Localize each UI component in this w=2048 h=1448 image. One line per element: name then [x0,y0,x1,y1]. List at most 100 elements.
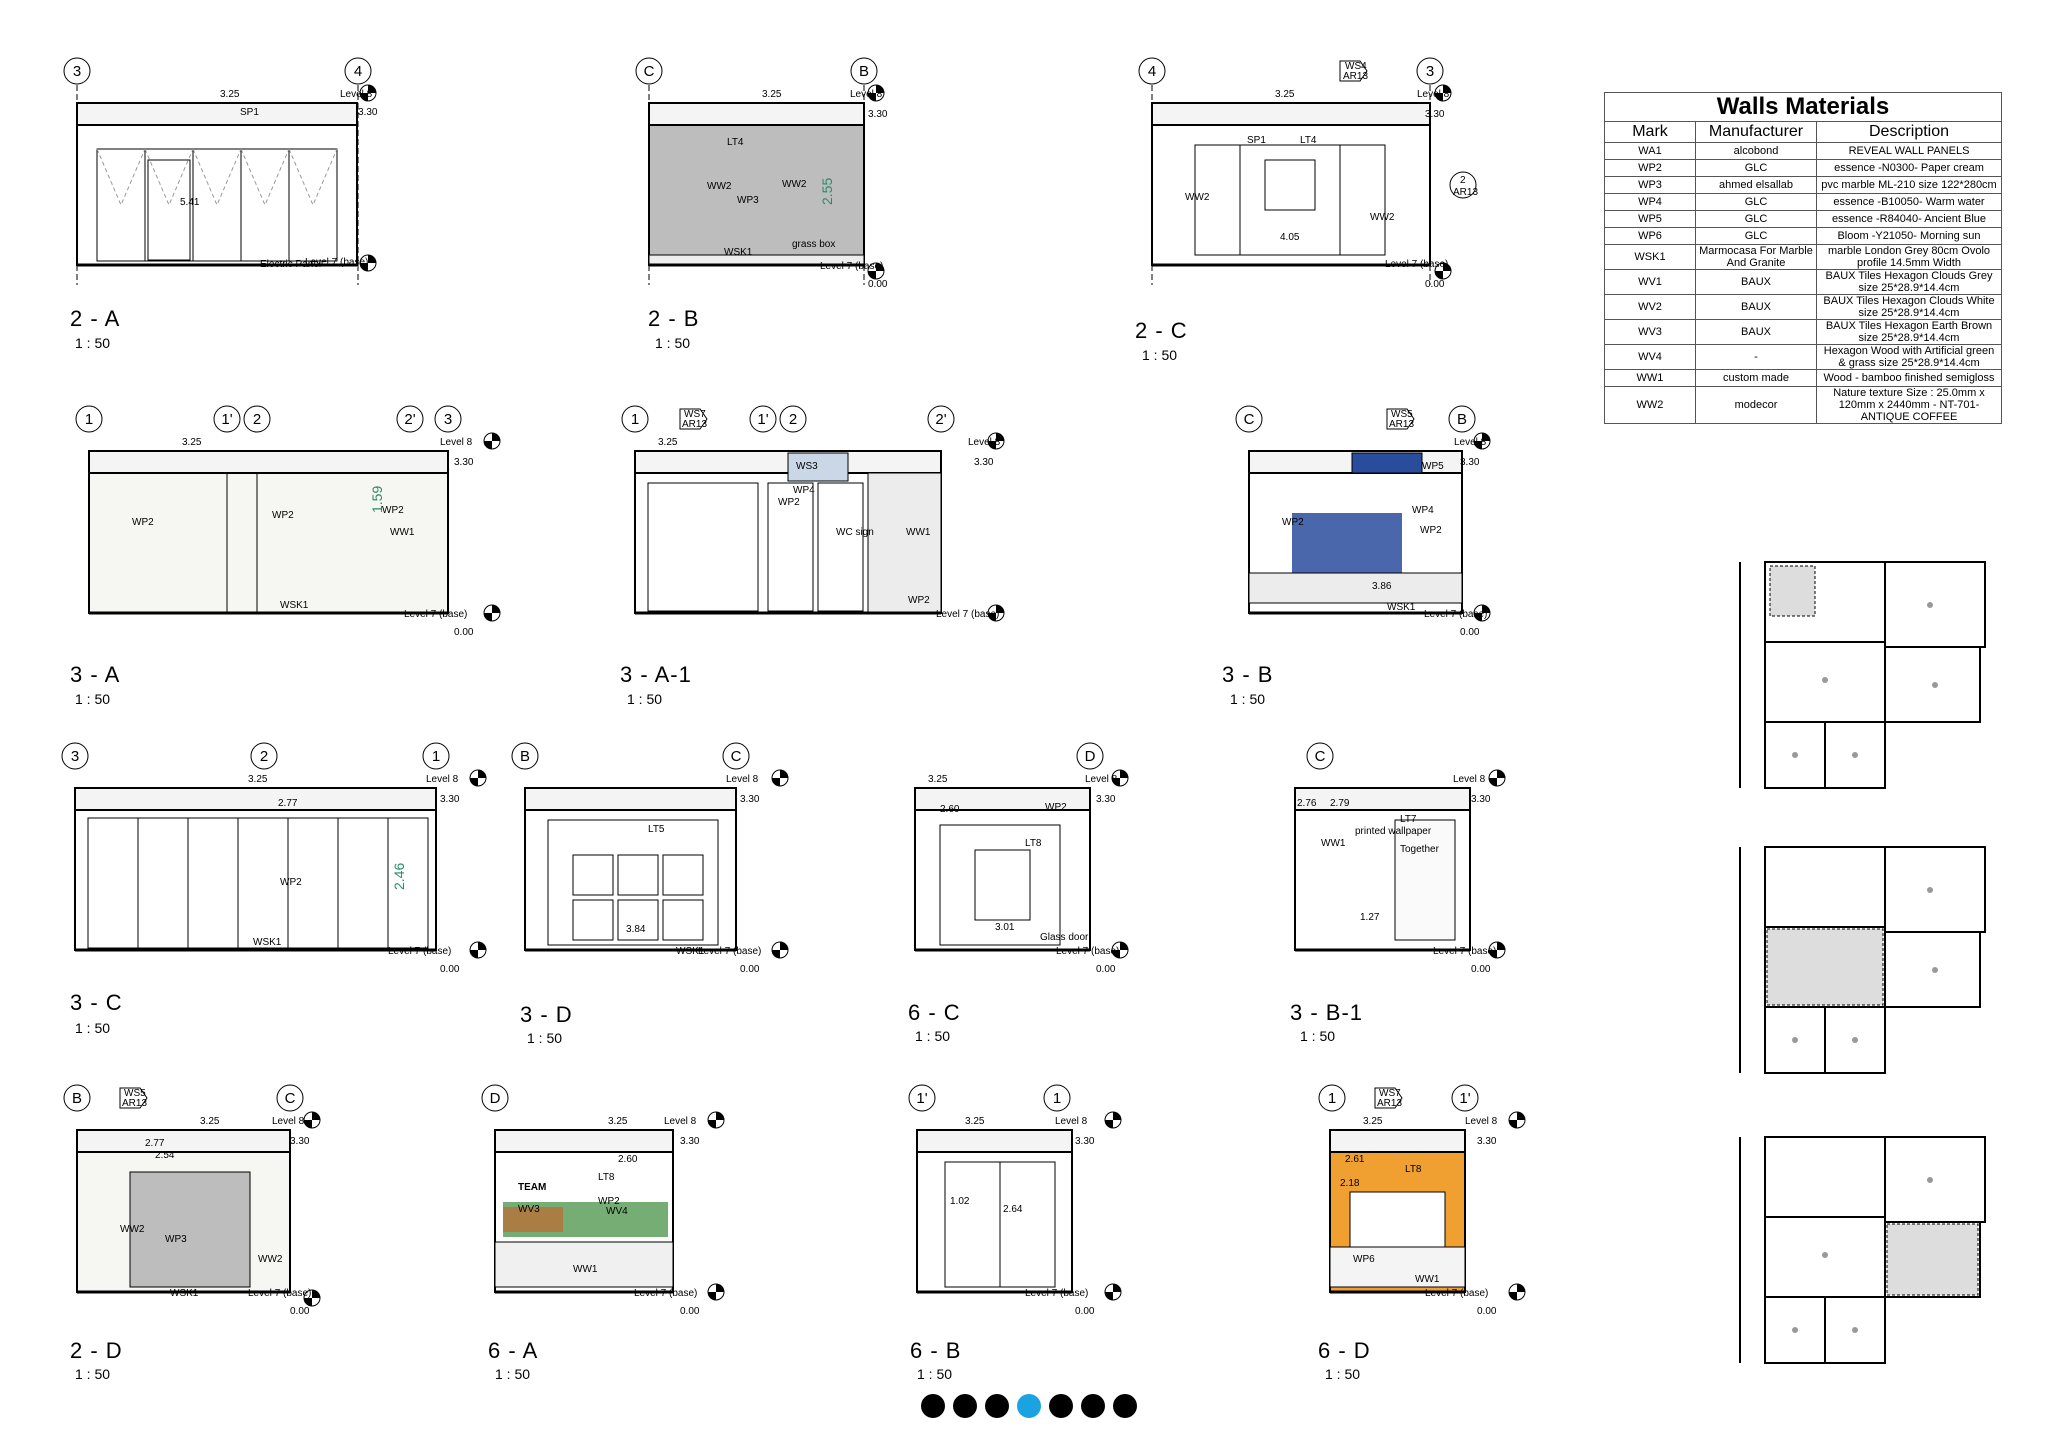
table-cell-mark: WP4 [1604,193,1696,211]
table-cell-mark: WW2 [1604,386,1696,424]
grid-bubble: 1' [916,1090,927,1107]
table-cell-description: BAUX Tiles Hexagon Clouds White size 25*… [1816,294,2002,320]
view-scale-6d: 1 : 50 [1325,1366,1361,1382]
view-title-3d: 3 - D [520,1002,573,1027]
key-plan-drawing [1739,561,1986,789]
view-title-6a: 6 - A [488,1338,539,1363]
view-scale-3c: 1 : 50 [75,1020,111,1036]
level-top-label: Level 8 [1453,774,1486,785]
table-cell-mark: WV3 [1604,319,1696,345]
level-base-label: Level 7 (base) [936,609,999,620]
level-top-value: 3.30 [680,1136,700,1147]
page-dot[interactable] [985,1394,1009,1418]
page-dot[interactable] [1113,1394,1137,1418]
dim-label: 3.25 [608,1116,628,1127]
elevation-6c: D Level 8 3.30 Level 7 (base) 0.00 3.25 … [900,740,1140,980]
level-base-value: 0.00 [868,279,888,290]
level-top-value: 3.30 [868,109,888,120]
tag-label: WP4 [793,485,815,496]
elevation-3d-drawing: B C Level 8 3.30 Level 7 (base) 0.00 LT5… [511,742,789,975]
grid-bubble: D [1085,748,1096,765]
tag-label: LT7 [1400,814,1417,825]
grid-bubble: 1' [757,411,768,428]
tag-label: LT5 [648,824,665,835]
view-title-6d: 6 - D [1318,1338,1371,1363]
grid-bubble: 1 [85,411,93,428]
grid-bubble: 4 [354,63,362,80]
elevation-3a-drawing: 1 1' 2 2' 3 Level 8 3.30 Level 7 (base) … [75,405,501,638]
table-cell-mark: WW1 [1604,369,1696,387]
level-base-label: Level 7 (base) [404,609,467,620]
dim-label: 3.25 [965,1116,985,1127]
dim-label: 3.01 [995,922,1015,933]
dim-label: 3.25 [200,1116,220,1127]
dim-label: 2.79 [1330,798,1350,809]
tag-label: 2 [1460,175,1466,186]
view-scale-6c: 1 : 50 [915,1028,951,1044]
grid-bubble: 2' [935,411,946,428]
view-scale-2d: 1 : 50 [75,1366,111,1382]
walls-materials-table: Walls Materials Mark Manufacturer Descri… [1604,92,2002,424]
tag-label: WSK1 [280,600,309,611]
elevation-3a1: 1 WS7 AR13 1' 2 2' Level 8 3.30 Level 7 … [618,403,1018,643]
table-cell-manufacturer: ahmed elsallab [1695,176,1817,194]
elevation-3b1: C Level 8 3.30 Level 7 (base) 0.00 2.76 … [1285,740,1525,980]
grid-bubble: 2 [789,411,797,428]
table-cell-description: marble London Grey 80cm Ovolo profile 14… [1816,244,2002,270]
level-base-label: Level 7 (base) [1433,946,1496,957]
view-scale-3b: 1 : 50 [1230,691,1266,707]
tag-label: WS3 [796,461,818,472]
tag-label: WP2 [132,517,154,528]
grid-bubble: 1' [1459,1090,1470,1107]
page-dot[interactable] [1049,1394,1073,1418]
dim-label: 2.46 [391,863,407,890]
page-dot[interactable] [921,1394,945,1418]
level-base-label: Level 7 (base) [634,1288,697,1299]
key-plan-1 [1730,560,1990,790]
level-top-value: 3.30 [974,457,994,468]
tag-label: grass box [792,239,835,250]
elevation-3a1-drawing: 1 WS7 AR13 1' 2 2' Level 8 3.30 Level 7 … [621,405,1005,622]
column-header: Mark [1604,121,1696,143]
tag-label: WP4 [1412,505,1434,516]
tag-label: LT8 [598,1172,615,1183]
tag-label: WP2 [908,595,930,606]
table-cell-description: REVEAL WALL PANELS [1816,142,2002,160]
level-top-label: Level 8 [440,437,473,448]
grid-bubble: C [731,748,742,765]
elevation-6c-drawing: D Level 8 3.30 Level 7 (base) 0.00 3.25 … [914,742,1129,975]
table-cell-manufacturer: modecor [1695,386,1817,424]
tag-label: WW1 [906,527,931,538]
level-base-label: Level 7 (base) [388,946,451,957]
tag-label: WW2 [1370,212,1395,223]
level-base-value: 0.00 [1477,1306,1497,1317]
elevation-3c: 3 2 1 Level 8 3.30 Level 7 (base) 0.00 3… [58,740,498,980]
pagination [921,1394,1141,1422]
tag-label: LT4 [727,137,744,148]
level-base-value: 0.00 [1425,279,1445,290]
grid-bubble: C [1244,411,1255,428]
page-dot[interactable] [953,1394,977,1418]
page-dot[interactable] [1017,1394,1041,1418]
tag-label: WS7 [1379,1088,1401,1099]
elevation-3b1-drawing: C Level 8 3.30 Level 7 (base) 0.00 2.76 … [1294,742,1506,975]
table-cell-mark: WP5 [1604,210,1696,228]
level-base-value: 0.00 [440,964,460,975]
tag-label: WP3 [737,195,759,206]
grid-bubble: 2' [404,411,415,428]
elevation-3d: B C Level 8 3.30 Level 7 (base) 0.00 LT5… [508,740,808,980]
grid-bubble: C [1315,748,1326,765]
level-base-value: 0.00 [1075,1306,1095,1317]
table-cell-manufacturer: Marmocasa For Marble And Granite [1695,244,1817,270]
page-dot[interactable] [1081,1394,1105,1418]
dim-label: 2.18 [1340,1178,1360,1189]
dim-label: 3.25 [1275,89,1295,100]
table-cell-manufacturer: GLC [1695,210,1817,228]
tag-label: WP3 [165,1234,187,1245]
tag-label: WP2 [272,510,294,521]
elevation-2d-drawing: B WS5 AR13 C Level 8 3.30 Level 7 (base)… [63,1084,321,1317]
tag-label: WS5 [1391,409,1413,420]
level-base-label: Level 7 (base) [1025,1288,1088,1299]
dim-label: 3.25 [220,89,240,100]
